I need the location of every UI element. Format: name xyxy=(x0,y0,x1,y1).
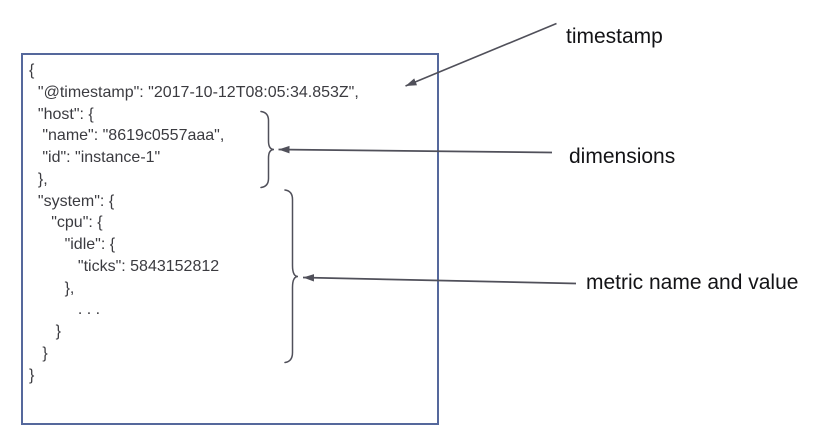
json-document-box: { "@timestamp": "2017-10-12T08:05:34.853… xyxy=(21,53,439,425)
label-metric: metric name and value xyxy=(586,271,799,294)
label-timestamp: timestamp xyxy=(566,25,663,48)
label-dimensions: dimensions xyxy=(569,145,676,168)
json-code: { "@timestamp": "2017-10-12T08:05:34.853… xyxy=(29,62,359,384)
